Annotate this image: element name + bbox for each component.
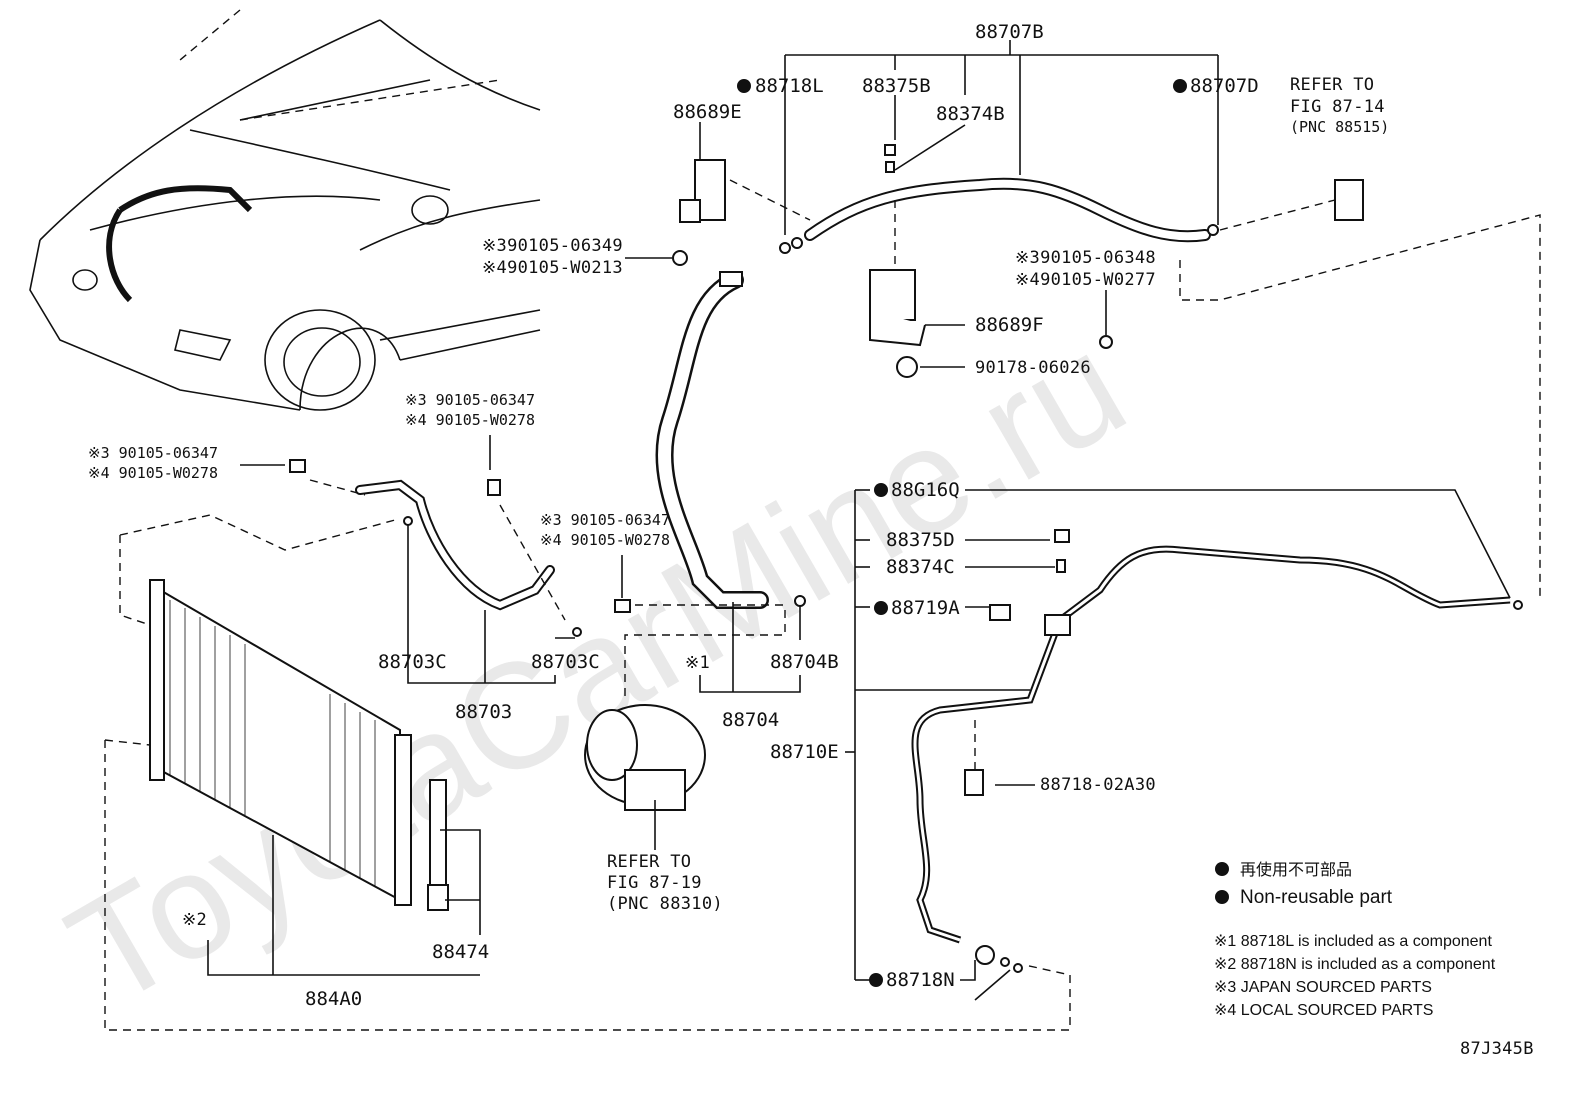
label-88689F: 88689F — [975, 314, 1044, 336]
bracket-88689E — [672, 159, 726, 266]
label-88704B: 88704B — [770, 651, 839, 673]
label-88703: 88703 — [455, 701, 512, 723]
label-88375D: 88375D — [886, 529, 955, 551]
bolt-label: ※3 90105-06347 — [88, 444, 218, 462]
label-88718N: 88718N — [886, 969, 955, 991]
label-88374C: 88374C — [886, 556, 955, 578]
part-88515 — [1334, 179, 1364, 221]
bolt-label: ※4 90105-W0278 — [405, 411, 535, 429]
legend-note: ※2 88718N is included as a component — [1214, 956, 1496, 973]
bolt-label: ※390105-06349 — [482, 236, 623, 256]
refer-text: FIG 87-19 — [607, 873, 702, 893]
nonreusable-dot — [737, 79, 751, 93]
legend-dot — [1215, 890, 1229, 904]
legend-dot — [1215, 862, 1229, 876]
bolt-label: ※4 90105-W0278 — [540, 531, 670, 549]
note-mark: ※1 — [685, 653, 710, 673]
pipe-88703 — [289, 459, 631, 637]
nonreusable-dot — [869, 973, 883, 987]
refer-text: (PNC 88310) — [607, 894, 723, 914]
label-88704: 88704 — [722, 709, 779, 731]
refer-text: (PNC 88515) — [1290, 118, 1389, 136]
figure-id: 87J345B — [1460, 1039, 1534, 1059]
label-88703C: 88703C — [378, 651, 447, 673]
legend-note: ※1 88718L is included as a component — [1214, 933, 1492, 950]
label-88710E: 88710E — [770, 741, 839, 763]
label-88707D: 88707D — [1190, 75, 1259, 97]
bolt-label: ※3 90105-06347 — [540, 511, 670, 529]
bolt-label: ※390105-06348 — [1015, 248, 1156, 268]
bolt-label: ※3 90105-06347 — [405, 391, 535, 409]
vehicle-illustration — [29, 9, 541, 411]
nonreusable-dot — [874, 601, 888, 615]
bolt-label: ※490105-W0277 — [1015, 270, 1156, 290]
nonreusable-dot — [874, 483, 888, 497]
refer-text: FIG 87-14 — [1290, 97, 1385, 117]
compressor — [584, 704, 706, 811]
bolt-label: ※490105-W0213 — [482, 258, 623, 278]
refer-text: REFER TO — [607, 852, 691, 872]
cap-88375B — [884, 144, 896, 156]
legend-note: ※4 LOCAL SOURCED PARTS — [1214, 1002, 1433, 1019]
condenser-884A0 — [149, 579, 449, 911]
label-90178: 90178-06026 — [975, 358, 1091, 378]
pipe-88710E — [911, 529, 1523, 973]
filter-88474 — [429, 779, 447, 891]
leaders-bottom — [104, 435, 1511, 1031]
label-88707B: 88707B — [975, 21, 1044, 43]
label-88474: 88474 — [432, 941, 489, 963]
legend-jp: 再使用不可部品 — [1240, 861, 1352, 879]
bolt-label: ※4 90105-W0278 — [88, 464, 218, 482]
bracket-88689F — [869, 269, 1113, 378]
legend: 再使用不可部品 Non-reusable part ※1 88718L is i… — [1214, 861, 1496, 1019]
label-88375B: 88375B — [862, 75, 931, 97]
nonreusable-dot — [1173, 79, 1187, 93]
label-88718-02A30: 88718-02A30 — [1040, 775, 1156, 795]
label-88G16Q: 88G16Q — [891, 479, 960, 501]
note-mark: ※2 — [182, 910, 207, 930]
label-88718L: 88718L — [755, 75, 824, 97]
legend-en: Non-reusable part — [1240, 887, 1393, 908]
refer-text: REFER TO — [1290, 75, 1374, 95]
label-884A0: 884A0 — [305, 988, 362, 1010]
valve-88374B — [885, 161, 895, 173]
pipe-88707 — [655, 177, 1219, 609]
legend-note: ※3 JAPAN SOURCED PARTS — [1214, 979, 1432, 996]
label-88703C: 88703C — [531, 651, 600, 673]
label-88374B: 88374B — [936, 103, 1005, 125]
label-88689E: 88689E — [673, 101, 742, 123]
leaders-top — [625, 40, 1541, 600]
label-88719A: 88719A — [891, 597, 960, 619]
